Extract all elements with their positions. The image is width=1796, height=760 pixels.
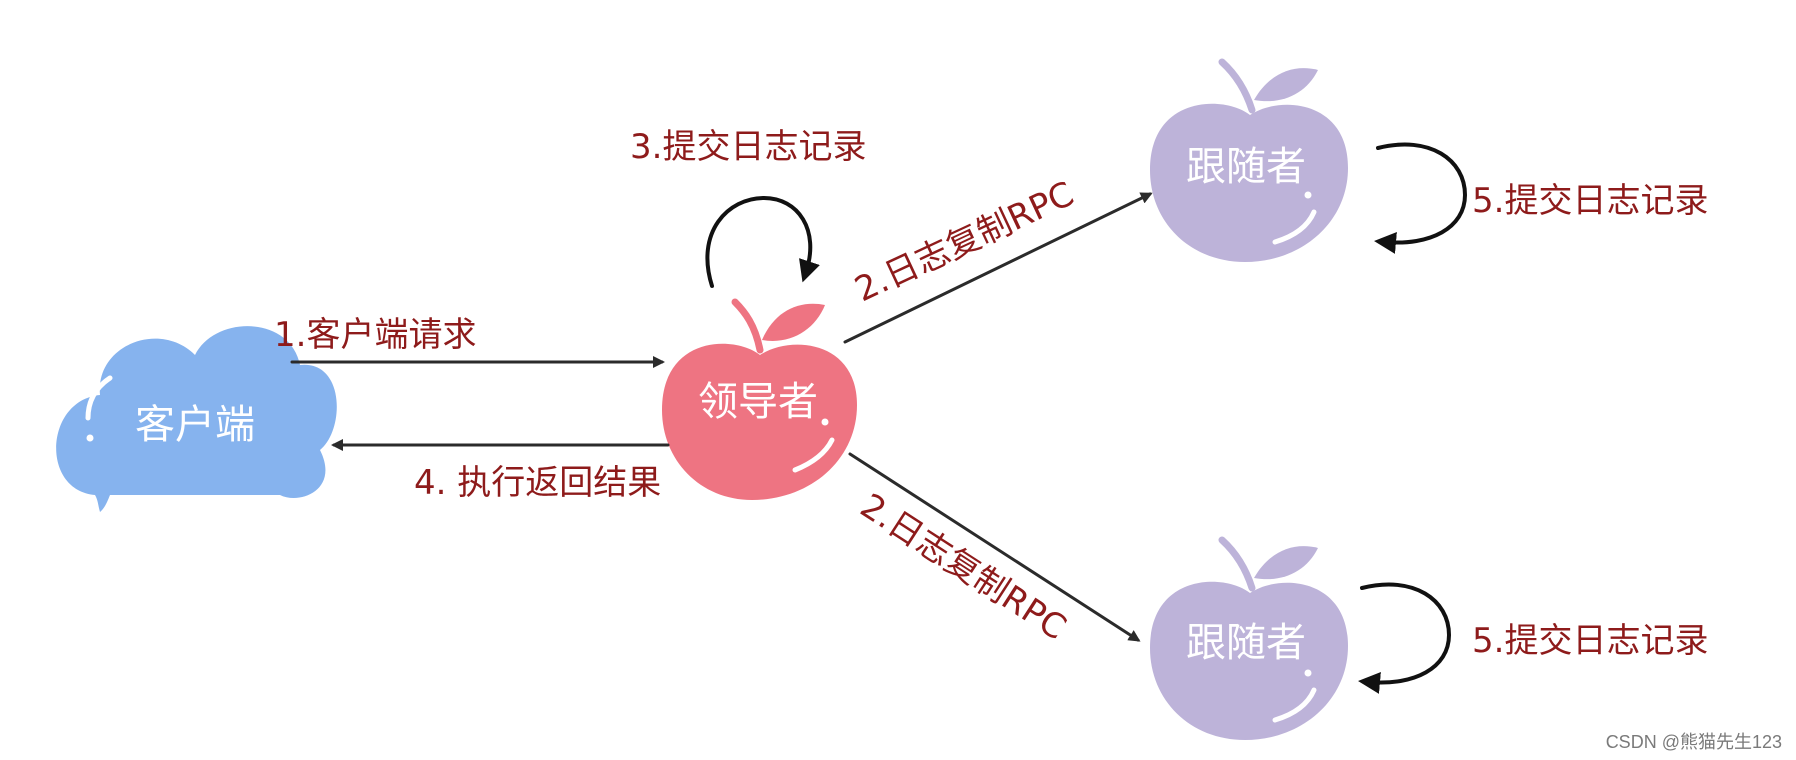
client-cloud-highlight [85, 375, 113, 421]
follower-bottom-dot [1304, 669, 1312, 677]
leader-leaf [762, 303, 825, 341]
follower-bottom-leaf [1254, 546, 1318, 580]
follower-top-highlight [1272, 209, 1317, 245]
client-cloud-shape [56, 326, 337, 512]
replicate-bottom-arrow [848, 452, 1141, 642]
leader-dot [821, 418, 829, 426]
replicate-bottom-label: 2.日志复制RPC [853, 486, 1073, 648]
follower-top-commit-label: 5.提交日志记录 [1472, 181, 1708, 221]
leader-stem [731, 298, 764, 354]
follower-bottom-node: 跟随者 [1150, 536, 1348, 740]
follower-top-commit-loop [1374, 142, 1468, 254]
leader-label: 领导者 [698, 379, 818, 425]
leader-commit-loop [705, 195, 820, 288]
follower-top-apple-body [1150, 103, 1348, 262]
follower-bottom-stem [1218, 536, 1256, 592]
follower-top-node: 跟随者 [1150, 58, 1348, 262]
follower-bottom-label: 跟随者 [1186, 620, 1306, 666]
leader-highlight [792, 437, 835, 473]
client-node: 客户端 [56, 326, 337, 512]
client-cloud-dot [86, 434, 94, 442]
client-label: 客户端 [135, 402, 255, 448]
replicate-top-arrow [843, 192, 1153, 344]
leader-commit-label: 3.提交日志记录 [630, 127, 866, 167]
follower-top-dot [1304, 191, 1312, 199]
follower-top-stem [1218, 58, 1256, 114]
return-result-label: 4. 执行返回结果 [414, 463, 661, 503]
follower-bottom-commit-label: 5.提交日志记录 [1472, 621, 1708, 661]
follower-top-label: 跟随者 [1186, 144, 1306, 190]
follower-bottom-commit-loop [1358, 582, 1452, 694]
client-request-label: 1.客户端请求 [274, 315, 476, 355]
replicate-top-label: 2.日志复制RPC [849, 174, 1080, 310]
follower-bottom-highlight [1272, 687, 1317, 723]
follower-bottom-apple-body [1150, 581, 1348, 740]
watermark: CSDN @熊猫先生123 [1606, 732, 1782, 752]
follower-top-leaf [1254, 68, 1318, 102]
leader-node: 领导者 [662, 298, 857, 500]
